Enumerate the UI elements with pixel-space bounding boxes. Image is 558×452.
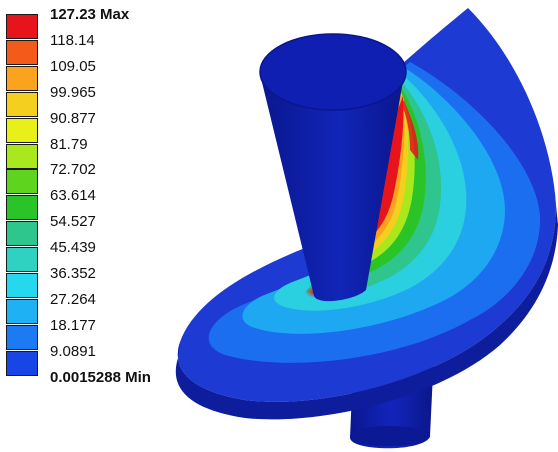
legend-max-label: 127.23 Max: [50, 6, 130, 23]
legend-level-label: 36.352: [50, 265, 96, 282]
legend-min-label: 0.0015288 Min: [50, 368, 151, 386]
legend-level-label: 118.14: [50, 31, 95, 49]
legend-swatch: [6, 273, 38, 298]
legend-level-label: 27.264: [50, 290, 96, 308]
legend-level-label: 81.79: [50, 135, 88, 153]
legend-level-label: 18.177: [50, 316, 96, 334]
legend-level-label: 90.877: [50, 109, 96, 127]
legend-swatch: [6, 221, 38, 247]
legend-level-label: 9.0891: [50, 342, 96, 360]
legend-swatch: [6, 247, 38, 273]
legend-level-label: 109.05: [50, 57, 96, 75]
legend-swatch: [6, 324, 38, 350]
legend-swatch: [6, 65, 38, 91]
legend-swatch: [6, 117, 38, 143]
legend-level-label: 99.965: [50, 83, 96, 101]
legend-swatch: [6, 39, 38, 65]
legend-swatch: [6, 195, 38, 221]
legend-level-label: 72.702: [50, 161, 96, 179]
legend-swatch: [6, 169, 38, 195]
legend-swatch: [6, 350, 38, 376]
legend-swatch: [6, 143, 38, 169]
legend-level-label: 63.614: [50, 187, 96, 205]
legend-level-label: 45.439: [50, 239, 96, 257]
legend-swatch: [6, 298, 38, 324]
legend-swatch: [6, 91, 38, 117]
legend-swatch: [6, 14, 38, 39]
upper-cylinder: [259, 33, 407, 302]
legend-level-label: 54.527: [50, 213, 96, 231]
